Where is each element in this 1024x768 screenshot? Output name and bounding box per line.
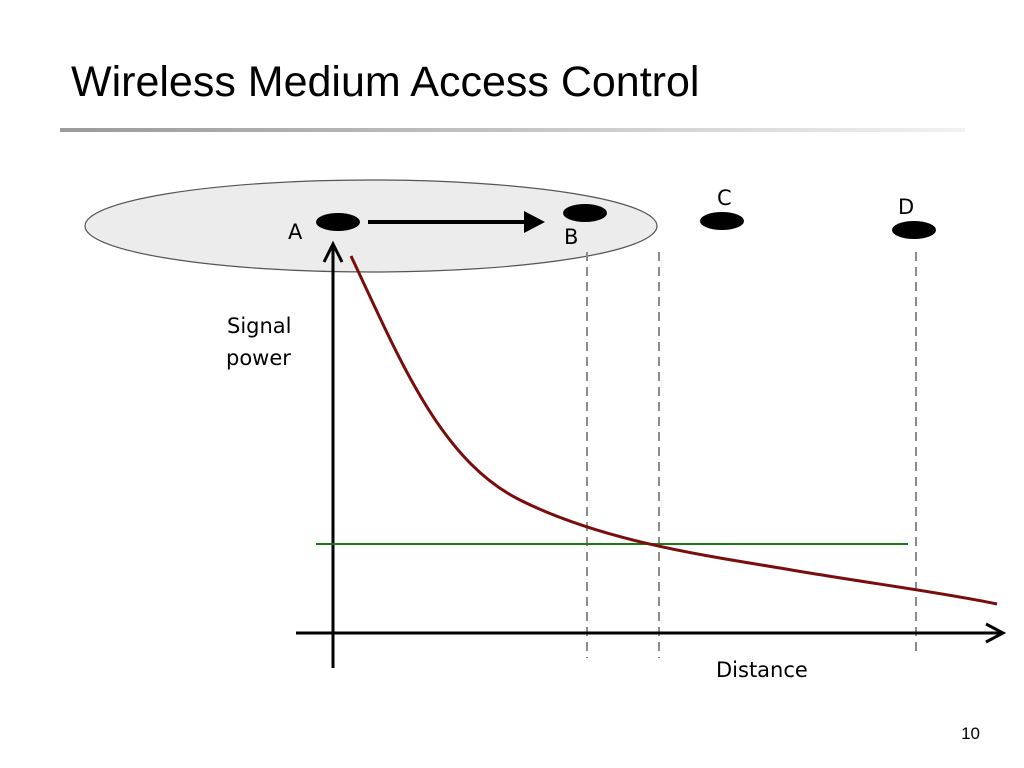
node-b-label: B: [564, 225, 578, 249]
slide-title: Wireless Medium Access Control: [71, 58, 700, 106]
page-number: 10: [961, 724, 980, 743]
signal-power-curve: [349, 255, 998, 606]
transmission-arrow-head: [524, 211, 545, 233]
y-axis-label-line1: Signal: [227, 314, 292, 338]
x-axis-arrowhead: [985, 622, 1007, 644]
title-divider: [60, 128, 965, 132]
x-axis-label: Distance: [716, 658, 808, 682]
node-b: [563, 204, 607, 222]
node-c: [700, 212, 744, 230]
node-c-label: C: [717, 186, 732, 210]
node-d-label: D: [898, 195, 914, 219]
y-axis-label-line2: power: [226, 346, 291, 370]
node-a-label: A: [288, 220, 303, 244]
node-a: [316, 213, 360, 231]
y-axis-arrowhead: [322, 240, 344, 263]
node-d: [892, 221, 936, 239]
transmission-range-ellipse: [84, 179, 658, 273]
